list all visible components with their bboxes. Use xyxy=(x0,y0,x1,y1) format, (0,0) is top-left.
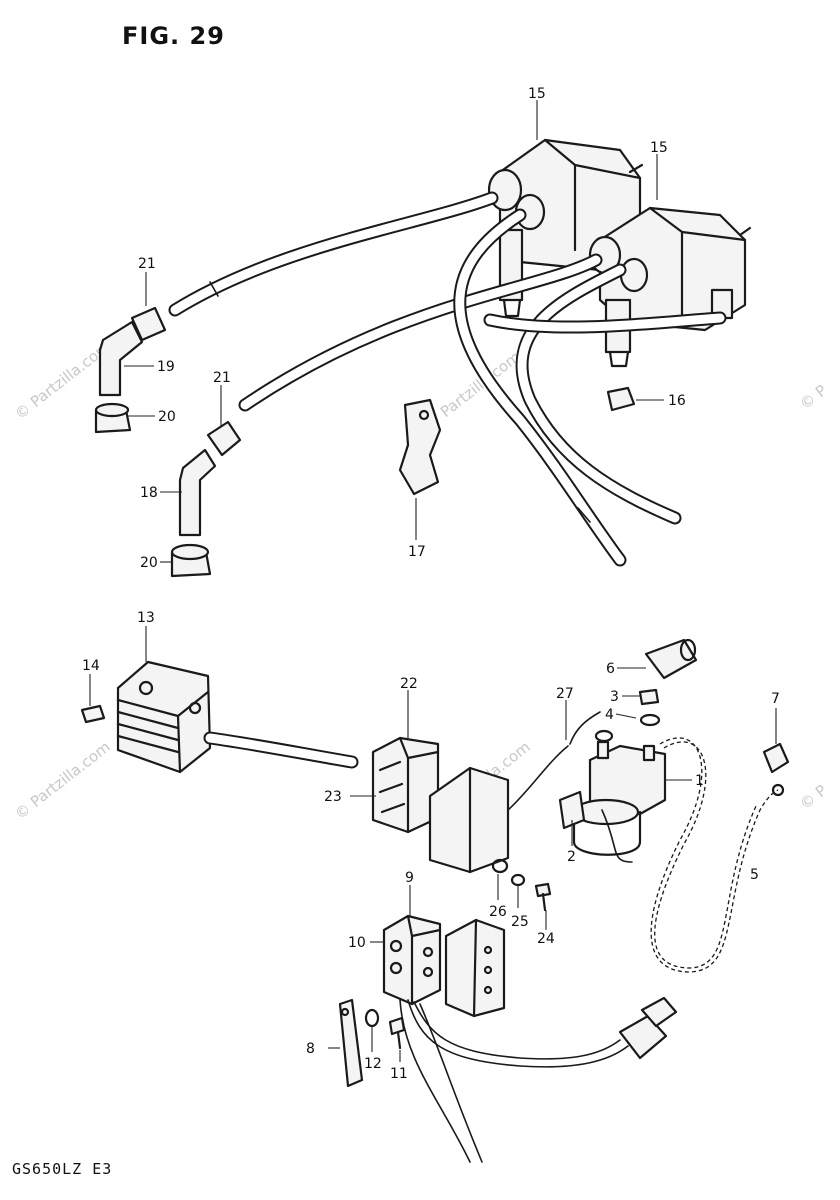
callout-17: 17 xyxy=(408,544,426,560)
watermark-right-edge-low: © P xyxy=(796,781,830,813)
model-code: GS650LZ E3 xyxy=(12,1160,113,1178)
bolt-14 xyxy=(80,704,106,724)
ground-strap-8 xyxy=(338,998,364,1088)
callout-numbers: 15 15 21 19 20 21 18 20 17 16 13 14 22 2… xyxy=(82,86,780,1082)
callout-15-front: 15 xyxy=(650,140,668,156)
callout-16: 16 xyxy=(668,393,686,409)
callout-6: 6 xyxy=(606,661,615,677)
callout-23: 23 xyxy=(324,789,342,805)
callout-24: 24 xyxy=(537,931,555,947)
terminal-block-9 xyxy=(382,914,442,1006)
spark-plug-cap-18 xyxy=(178,420,242,537)
regulator-rectifier-13 xyxy=(116,660,359,774)
callout-11: 11 xyxy=(390,1066,408,1082)
starter-cable-5 xyxy=(650,737,785,973)
callout-26: 26 xyxy=(489,904,507,920)
callout-7: 7 xyxy=(771,691,780,707)
fuse-box-22 xyxy=(371,736,440,834)
callout-4: 4 xyxy=(605,707,614,723)
callout-27: 27 xyxy=(556,686,574,702)
callout-14: 14 xyxy=(82,658,100,674)
ignition-coil-front xyxy=(588,206,752,368)
callout-2: 2 xyxy=(567,849,576,865)
callout-leaders xyxy=(89,100,777,1062)
terminal-cover-7 xyxy=(762,742,790,774)
callout-5: 5 xyxy=(750,867,759,883)
nut-3 xyxy=(638,688,660,706)
screw-11 xyxy=(388,1016,406,1050)
seal-cap-20-bottom xyxy=(170,543,212,578)
callout-20-top: 20 xyxy=(158,409,176,425)
washer-4 xyxy=(594,713,661,743)
callout-18: 18 xyxy=(140,485,158,501)
fuse-cover-23 xyxy=(428,745,569,874)
watermark-right-edge: © P xyxy=(796,381,830,413)
callout-25: 25 xyxy=(511,914,529,930)
starter-relay-1 xyxy=(572,740,667,863)
ignition-coil-assembly xyxy=(94,138,752,578)
callout-15-rear: 15 xyxy=(528,86,546,102)
bracket-2 xyxy=(558,790,586,830)
callout-10: 10 xyxy=(348,935,366,951)
callout-3: 3 xyxy=(610,689,619,705)
callout-1: 1 xyxy=(695,773,704,789)
terminal-cap-6 xyxy=(644,638,698,680)
washer-26 xyxy=(491,858,509,874)
cable-clamp-17 xyxy=(398,398,442,496)
lead-wire-27 xyxy=(569,711,601,745)
callout-19: 19 xyxy=(157,359,175,375)
figure-title: FIG. 29 xyxy=(122,22,225,50)
watermark-low-left: © Partzilla.com xyxy=(11,738,113,823)
seal-cap-20-top xyxy=(94,402,132,434)
callout-20-bottom: 20 xyxy=(140,555,158,571)
callout-21-bottom: 21 xyxy=(213,370,231,386)
callout-21-top: 21 xyxy=(138,256,156,272)
high-tension-cables xyxy=(168,191,727,567)
callout-13: 13 xyxy=(137,610,155,626)
terminal-cap-16 xyxy=(606,386,636,412)
callout-12: 12 xyxy=(364,1056,382,1072)
callout-9: 9 xyxy=(405,870,414,886)
wiring-harness xyxy=(399,996,678,1163)
washer-25 xyxy=(510,873,526,887)
terminal-cover-10 xyxy=(444,918,506,1018)
washer-12 xyxy=(364,1008,380,1028)
callout-22: 22 xyxy=(400,676,418,692)
screw-24 xyxy=(534,882,552,912)
spark-plug-cap-19 xyxy=(98,306,167,397)
callout-8: 8 xyxy=(306,1041,315,1057)
